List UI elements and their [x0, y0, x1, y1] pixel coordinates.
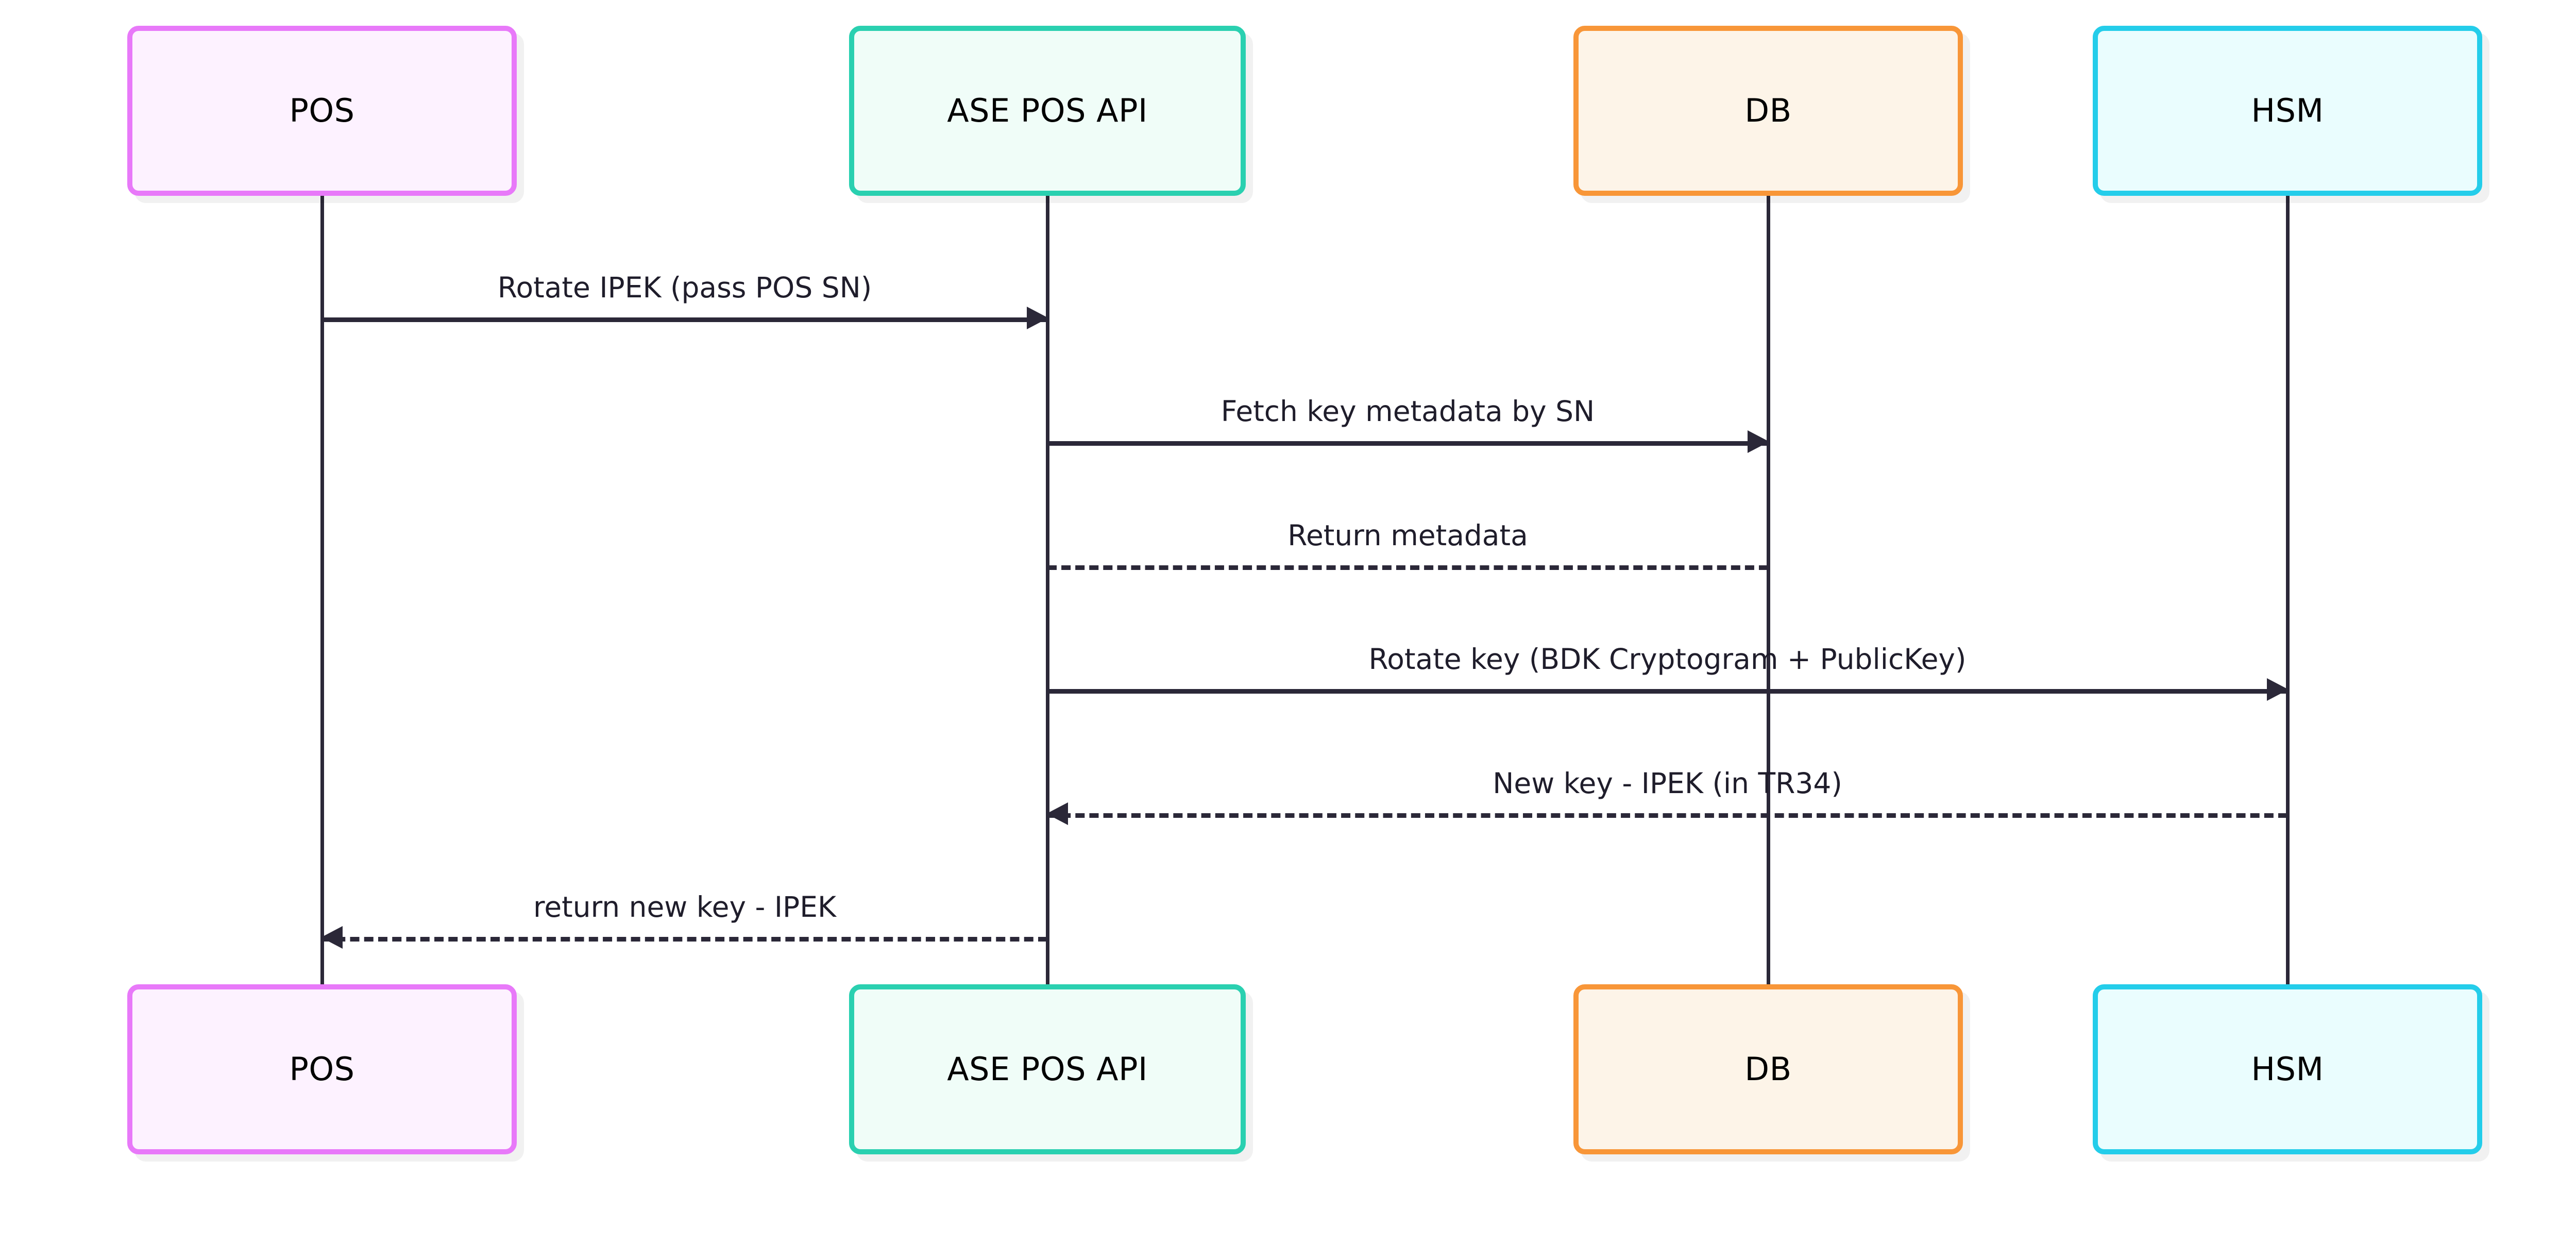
message-line-return-new-key-ipek [322, 937, 1047, 942]
participant-label-hsm-top: HSM [2251, 92, 2324, 129]
participant-box-db-top[interactable]: DB [1573, 26, 1963, 196]
lifeline-hsm [2286, 196, 2290, 984]
participant-label-ase-pos-api-top: ASE POS API [947, 92, 1148, 129]
message-label-return-metadata: Return metadata [1287, 519, 1528, 552]
participant-label-db-top: DB [1744, 92, 1792, 129]
message-line-fetch-key-metadata [1047, 441, 1768, 446]
participant-box-ase-pos-api-top[interactable]: ASE POS API [849, 26, 1246, 196]
message-label-fetch-key-metadata: Fetch key metadata by SN [1221, 395, 1595, 428]
participant-box-hsm-top[interactable]: HSM [2093, 26, 2482, 196]
participant-label-pos-bottom: POS [289, 1050, 355, 1088]
participant-label-db-bottom: DB [1744, 1050, 1792, 1088]
message-line-rotate-key [1047, 689, 2287, 694]
message-line-return-metadata [1047, 565, 1768, 570]
message-line-new-key-ipek [1047, 813, 2287, 818]
lifeline-pos [320, 196, 324, 984]
lifeline-db [1767, 196, 1770, 984]
participant-box-ase-pos-api-bottom[interactable]: ASE POS API [849, 984, 1246, 1154]
participant-label-ase-pos-api-bottom: ASE POS API [947, 1050, 1148, 1088]
participant-box-hsm-bottom[interactable]: HSM [2093, 984, 2482, 1154]
participant-label-hsm-bottom: HSM [2251, 1050, 2324, 1088]
participant-box-pos-top[interactable]: POS [127, 26, 517, 196]
message-line-rotate-ipek [322, 317, 1047, 322]
arrowhead-right-rotate-key [2267, 678, 2289, 701]
arrowhead-right-rotate-ipek [1027, 307, 1048, 329]
message-label-rotate-key: Rotate key (BDK Cryptogram + PublicKey) [1368, 643, 1967, 676]
participant-label-pos-top: POS [289, 92, 355, 129]
message-label-new-key-ipek: New key - IPEK (in TR34) [1493, 767, 1842, 800]
arrowhead-left-return-new-key-ipek [321, 926, 343, 949]
arrowhead-right-fetch-key-metadata [1748, 430, 1769, 453]
message-label-return-new-key-ipek: return new key - IPEK [533, 891, 837, 924]
participant-box-db-bottom[interactable]: DB [1573, 984, 1963, 1154]
participant-box-pos-bottom[interactable]: POS [127, 984, 517, 1154]
message-label-rotate-ipek: Rotate IPEK (pass POS SN) [497, 271, 872, 305]
arrowhead-left-new-key-ipek [1046, 802, 1068, 825]
lifeline-ase-pos-api [1046, 196, 1049, 984]
